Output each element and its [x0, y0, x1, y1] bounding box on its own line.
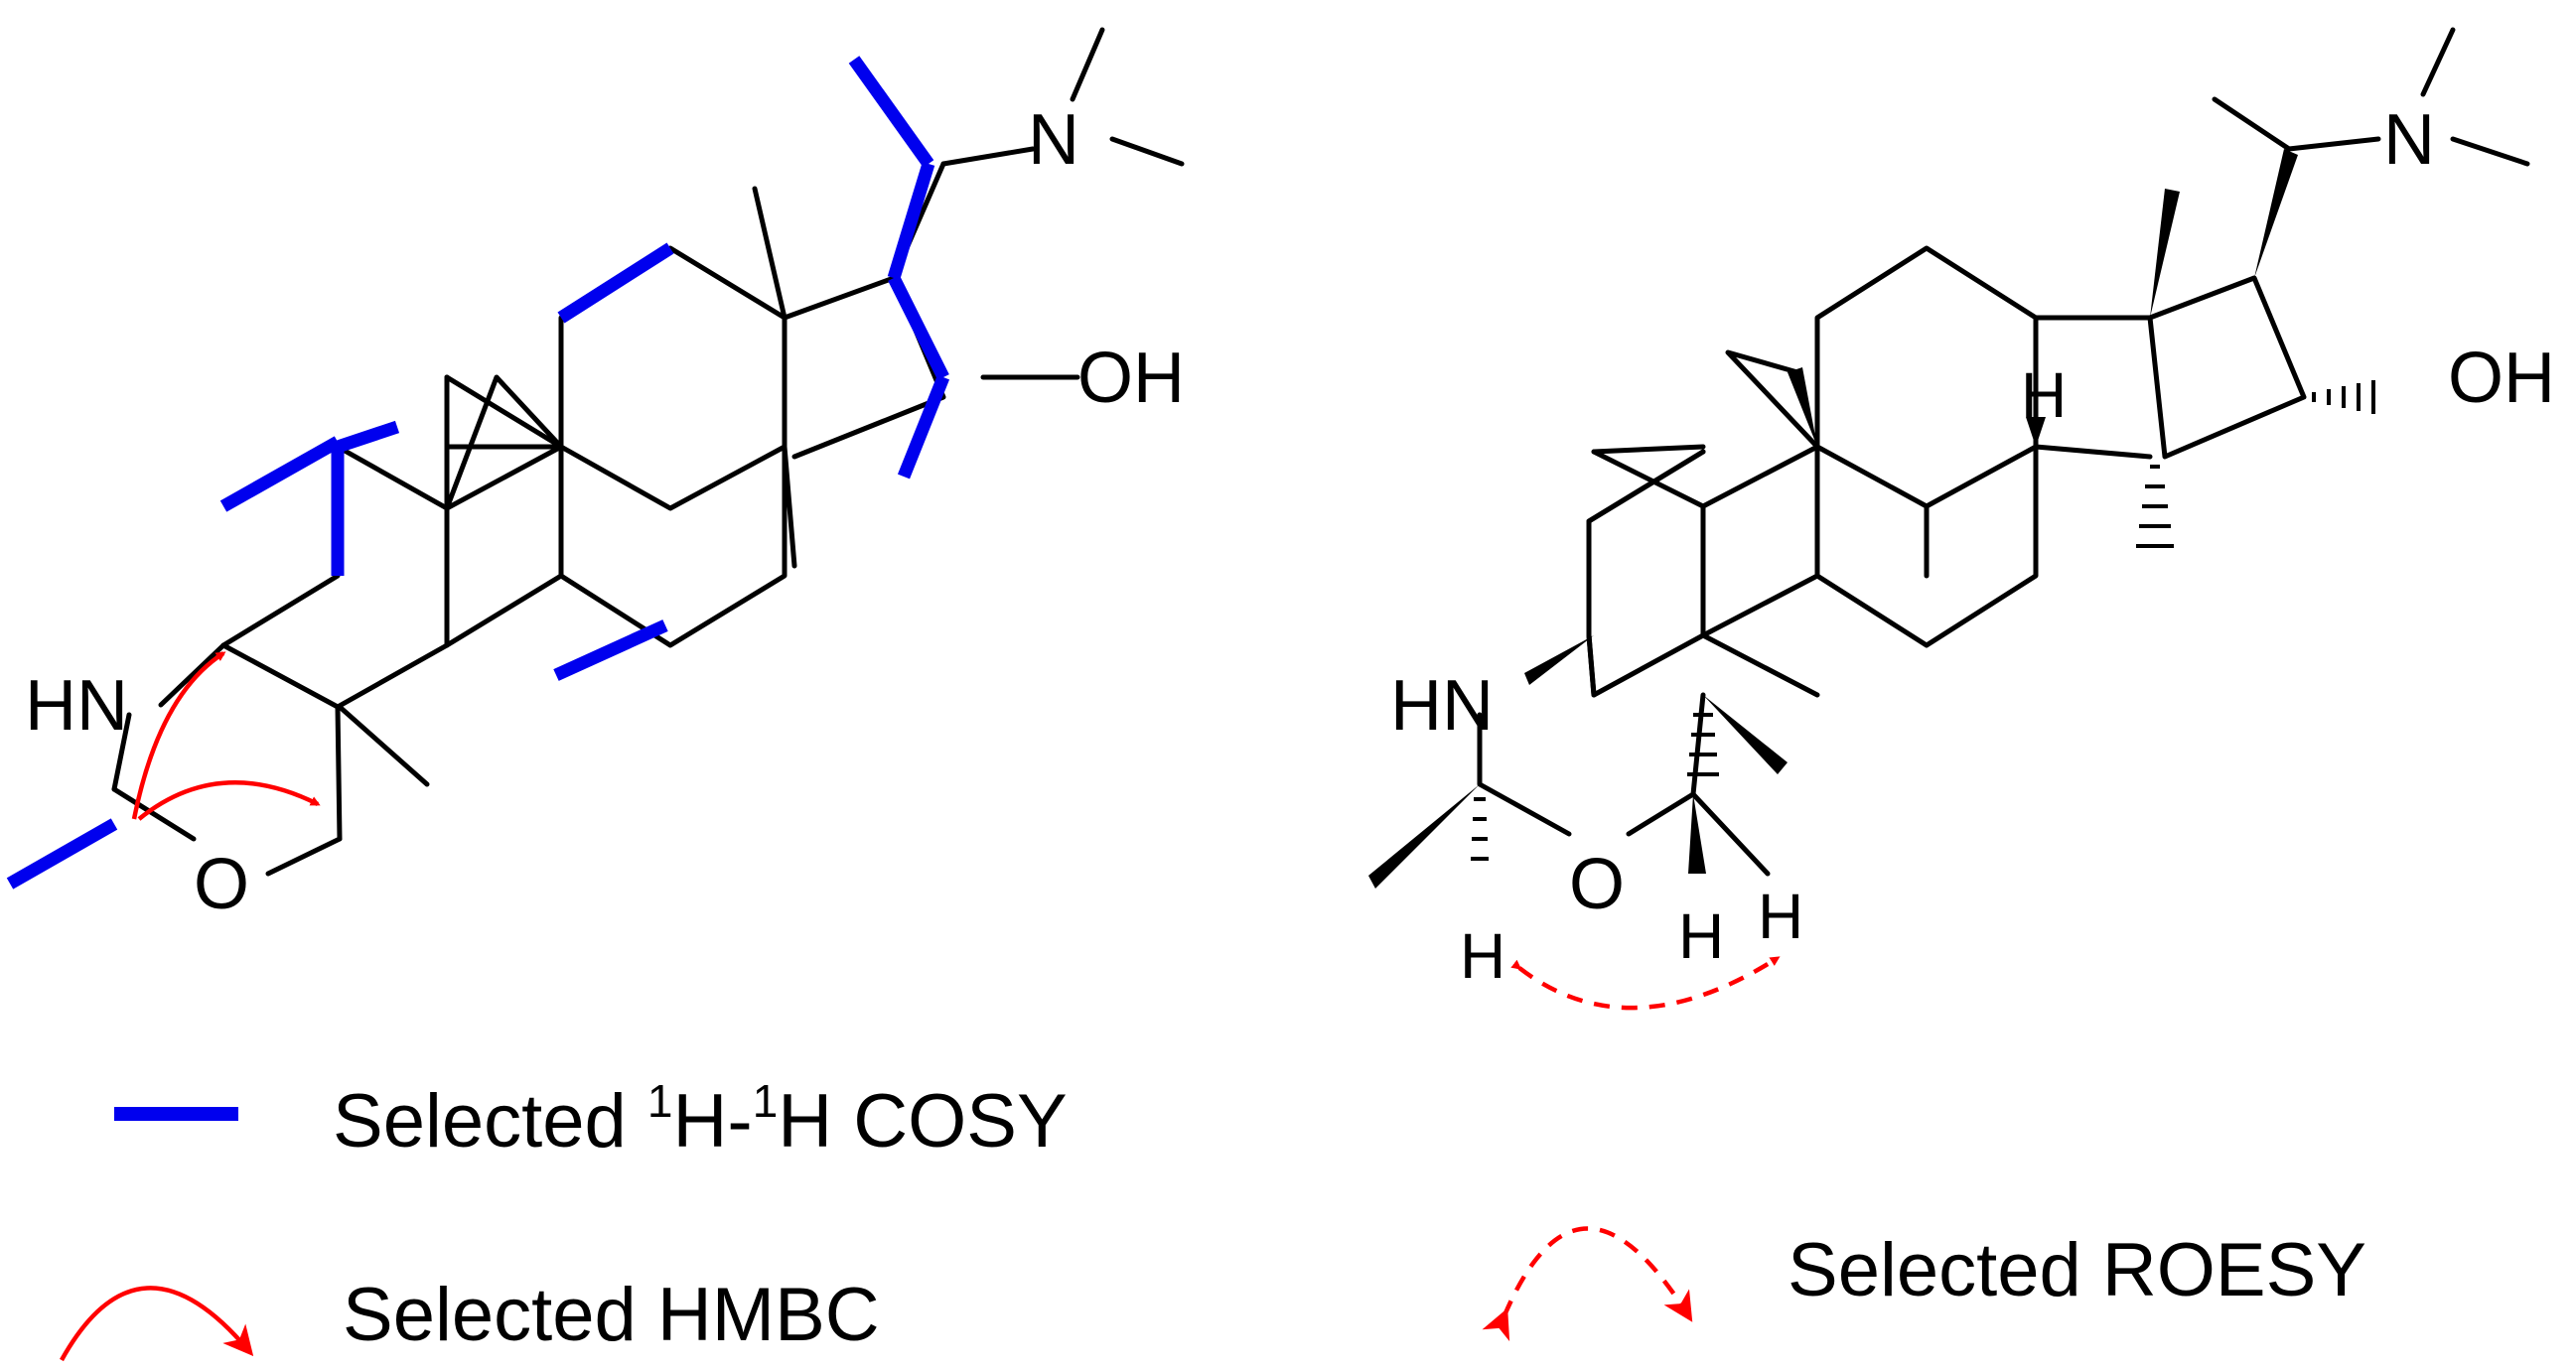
left-atom-amine: HN [25, 666, 128, 746]
left-skeleton-bonds [111, 27, 1185, 877]
left-atom-n-dimethyl: N [1028, 100, 1079, 180]
legend-roesy: Selected ROESY [1482, 1226, 2366, 1342]
right-atom-h-c1: H [1460, 920, 1505, 992]
legend-hmbc-label: Selected HMBC [343, 1273, 880, 1357]
legend-roesy-label: Selected ROESY [1788, 1228, 2366, 1312]
right-atom-labels: N OH HN O H H H H [1390, 100, 2555, 992]
left-atom-ring-oxygen: O [194, 845, 249, 924]
right-skeleton-bonds [1368, 27, 2530, 889]
legend-cosy-label: Selected 1H-1H COSY [333, 1075, 1068, 1164]
right-atom-amine: HN [1390, 666, 1494, 746]
legend-roesy-swatch [1482, 1226, 1693, 1342]
legend-cosy: Selected 1H-1H COSY [114, 1075, 1068, 1164]
left-structure: N OH HN O [6, 27, 1185, 924]
legend-hmbc: Selected HMBC [60, 1273, 880, 1362]
right-atom-h-c8: H [2021, 359, 2067, 431]
right-structure: N OH HN O H H H H [1368, 27, 2555, 1011]
left-hmbc-arrows [131, 651, 321, 821]
left-atom-labels: N OH HN O [25, 100, 1185, 924]
right-atom-hydroxyl: OH [2448, 339, 2555, 418]
left-atom-hydroxyl: OH [1077, 339, 1185, 418]
right-roesy-arrow [1510, 956, 1781, 1011]
left-cosy-bonds [6, 56, 950, 890]
right-atom-n-dimethyl: N [2383, 100, 2435, 180]
legend-hmbc-swatch [60, 1286, 254, 1362]
right-atom-h-c2b: H [1758, 881, 1803, 952]
right-atom-h-c2a: H [1678, 900, 1724, 972]
right-atom-ring-oxygen: O [1569, 845, 1625, 924]
